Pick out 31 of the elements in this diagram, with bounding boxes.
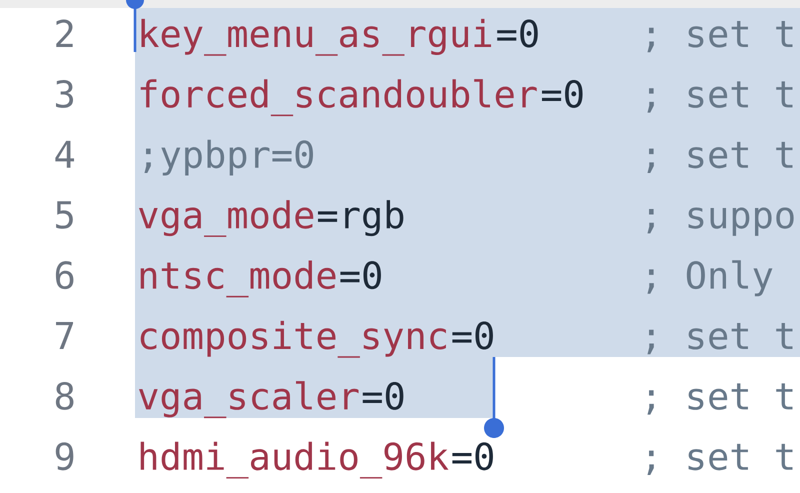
config-key: ntsc_mode <box>140 260 336 298</box>
config-value: =rgb <box>318 200 404 236</box>
code-comment: ; set t <box>647 323 792 354</box>
line-number: 2 <box>56 20 73 47</box>
config-value: =0 <box>497 20 538 48</box>
code-comment: ; set t <box>647 383 792 415</box>
config-value: =0 <box>362 382 404 410</box>
line-number: 3 <box>56 80 74 108</box>
config-key: forced_scandoubler <box>140 79 537 116</box>
config-value: =0 <box>452 322 493 350</box>
config-key: vga_scaler <box>139 381 359 418</box>
code-comment: ; set t <box>647 81 792 113</box>
config-value: =0 <box>542 80 583 108</box>
line-number: 5 <box>56 201 73 229</box>
config-key: hdmi_audio_96k <box>140 442 448 479</box>
line-number: 7 <box>56 322 74 349</box>
line-number: 8 <box>56 382 74 410</box>
line-number: 4 <box>55 140 74 168</box>
code-comment: ; set t <box>647 142 792 173</box>
code-comment: ; suppo <box>647 207 794 236</box>
code-comment: ; Only <box>647 260 772 296</box>
config-key: key_menu_as_rgui <box>141 18 492 56</box>
line-number: 6 <box>56 261 74 290</box>
config-value: =0 <box>340 261 381 290</box>
code-comment: ; set t <box>647 444 792 475</box>
commented-out-line: ;ypbpr=0 <box>144 140 313 176</box>
config-key: vga_mode <box>139 200 314 237</box>
config-key: composite_sync <box>140 320 446 358</box>
config-value: =0 <box>452 442 493 470</box>
code-comment: ; set t <box>647 21 792 52</box>
line-number: 9 <box>56 442 74 470</box>
